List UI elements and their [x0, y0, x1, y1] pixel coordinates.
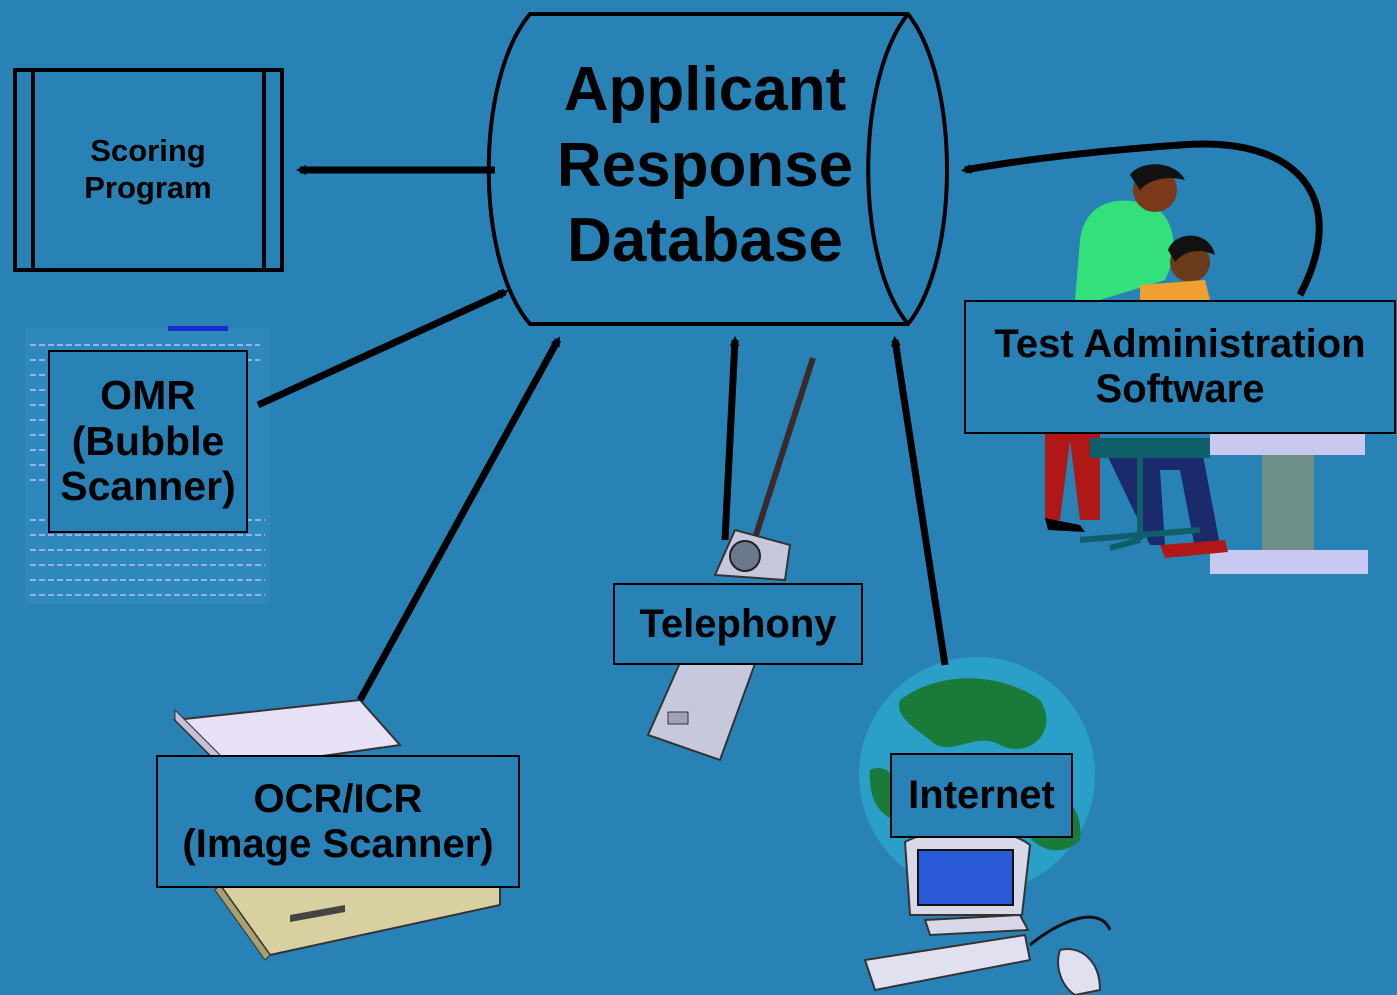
telephony-label: Telephony [639, 601, 837, 646]
omr-line-3: Scanner) [60, 463, 236, 510]
internet-label: Internet [908, 773, 1055, 818]
test-admin-line-1: Test Administration [994, 322, 1366, 367]
scoring-program-label: Scoring Program [30, 84, 266, 254]
database-title: Applicant Response Database [520, 52, 890, 279]
test-admin-box: Test Administration Software [964, 300, 1396, 434]
arrow-internet-to-db [890, 336, 949, 666]
scoring-program-box [13, 68, 284, 272]
omr-line-1: OMR [100, 371, 196, 418]
arrow-test-admin-to-db [961, 140, 1323, 297]
database-title-line-2: Response [556, 130, 854, 200]
telephony-box: Telephony [613, 583, 863, 665]
internet-box: Internet [890, 753, 1073, 838]
database-cylinder [486, 12, 949, 326]
scoring-program-line-2: Program [84, 170, 212, 205]
ocr-line-2: (Image Scanner) [182, 821, 494, 866]
arrows [256, 140, 1323, 702]
scoring-program-line-1: Scoring [90, 132, 206, 168]
omr-box: OMR (Bubble Scanner) [48, 350, 248, 533]
arrow-telephony-to-db [721, 336, 740, 541]
database-title-line-1: Applicant [563, 55, 847, 124]
test-admin-line-2: Software [1095, 367, 1265, 411]
database-title-line-3: Database [567, 206, 843, 276]
ocr-box: OCR/ICR (Image Scanner) [156, 755, 520, 888]
test-admin-people-image [1045, 164, 1368, 574]
arrow-ocr-to-db [356, 336, 562, 702]
image-scanner-image [172, 698, 501, 961]
omr-line-2: (Bubble [71, 417, 225, 464]
arrow-omr-to-db [256, 288, 509, 409]
telephone-image [646, 357, 816, 762]
ocr-line-1: OCR/ICR [253, 776, 423, 821]
